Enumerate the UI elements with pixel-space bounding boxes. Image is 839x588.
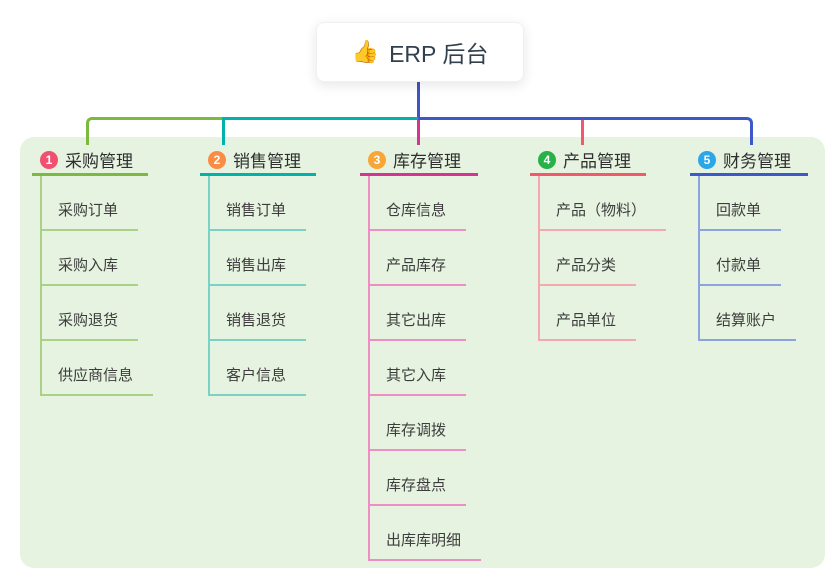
branch-items: 仓库信息 产品库存 其它出库 其它入库 库存调拨 库存盘点 出库库明细 [368, 176, 482, 561]
branch-number-badge: 3 [368, 150, 386, 169]
root-node[interactable]: 👍 ERP 后台 [316, 22, 524, 82]
connector-branch-3 [417, 120, 420, 145]
branches-panel [20, 137, 825, 568]
branch-heading[interactable]: 4 产品管理 [530, 146, 646, 176]
branch-label: 产品管理 [563, 152, 631, 171]
connector-branch-1 [86, 117, 222, 145]
branch-label: 库存管理 [393, 152, 461, 171]
tree-node[interactable]: 客户信息 [210, 341, 307, 396]
branch-items: 采购订单 采购入库 采购退货 供应商信息 [40, 176, 154, 396]
tree-node[interactable]: 采购订单 [42, 176, 139, 231]
root-node-label: ERP 后台 [389, 41, 489, 67]
branch-items: 产品（物料） 产品分类 产品单位 [538, 176, 667, 341]
tree-node[interactable]: 产品（物料） [540, 176, 667, 231]
branch-items: 销售订单 销售出库 销售退货 客户信息 [208, 176, 316, 396]
tree-node[interactable]: 销售订单 [210, 176, 307, 231]
branch-label: 销售管理 [233, 152, 301, 171]
tree-node[interactable]: 销售退货 [210, 286, 307, 341]
tree-node[interactable]: 产品单位 [540, 286, 637, 341]
tree-node[interactable]: 库存调拨 [370, 396, 467, 451]
branch-heading[interactable]: 3 库存管理 [360, 146, 478, 176]
branch-heading[interactable]: 5 财务管理 [690, 146, 808, 176]
connector-branch-2 [222, 117, 418, 145]
branch-sales: 2 销售管理 销售订单 销售出库 销售退货 客户信息 [200, 146, 316, 396]
branch-number-badge: 1 [40, 150, 58, 169]
connector-branch-5 [418, 117, 753, 145]
branch-items: 回款单 付款单 结算账户 [698, 176, 808, 341]
branch-heading[interactable]: 1 采购管理 [32, 146, 148, 176]
branch-number-badge: 4 [538, 150, 556, 169]
branch-finance: 5 财务管理 回款单 付款单 结算账户 [690, 146, 808, 341]
root-connector-line [417, 82, 420, 118]
thumbs-up-icon: 👍 [351, 39, 380, 64]
tree-node[interactable]: 采购入库 [42, 231, 139, 286]
tree-node[interactable]: 结算账户 [700, 286, 797, 341]
branch-purchase: 1 采购管理 采购订单 采购入库 采购退货 供应商信息 [32, 146, 154, 396]
branch-number-badge: 5 [698, 150, 716, 169]
tree-node[interactable]: 其它出库 [370, 286, 467, 341]
branch-label: 财务管理 [723, 152, 791, 171]
branch-product: 4 产品管理 产品（物料） 产品分类 产品单位 [530, 146, 667, 341]
tree-node[interactable]: 回款单 [700, 176, 782, 231]
tree-node[interactable]: 销售出库 [210, 231, 307, 286]
branch-heading[interactable]: 2 销售管理 [200, 146, 316, 176]
branch-label: 采购管理 [65, 152, 133, 171]
tree-node[interactable]: 产品库存 [370, 231, 467, 286]
tree-node[interactable]: 产品分类 [540, 231, 637, 286]
tree-node[interactable]: 其它入库 [370, 341, 467, 396]
tree-node[interactable]: 仓库信息 [370, 176, 467, 231]
tree-node[interactable]: 供应商信息 [42, 341, 154, 396]
connector-branch-4 [581, 120, 584, 145]
tree-node[interactable]: 库存盘点 [370, 451, 467, 506]
tree-node[interactable]: 采购退货 [42, 286, 139, 341]
tree-node[interactable]: 付款单 [700, 231, 782, 286]
branch-inventory: 3 库存管理 仓库信息 产品库存 其它出库 其它入库 库存调拨 库存盘点 出库库… [360, 146, 482, 561]
tree-node[interactable]: 出库库明细 [370, 506, 482, 561]
branch-number-badge: 2 [208, 150, 226, 169]
